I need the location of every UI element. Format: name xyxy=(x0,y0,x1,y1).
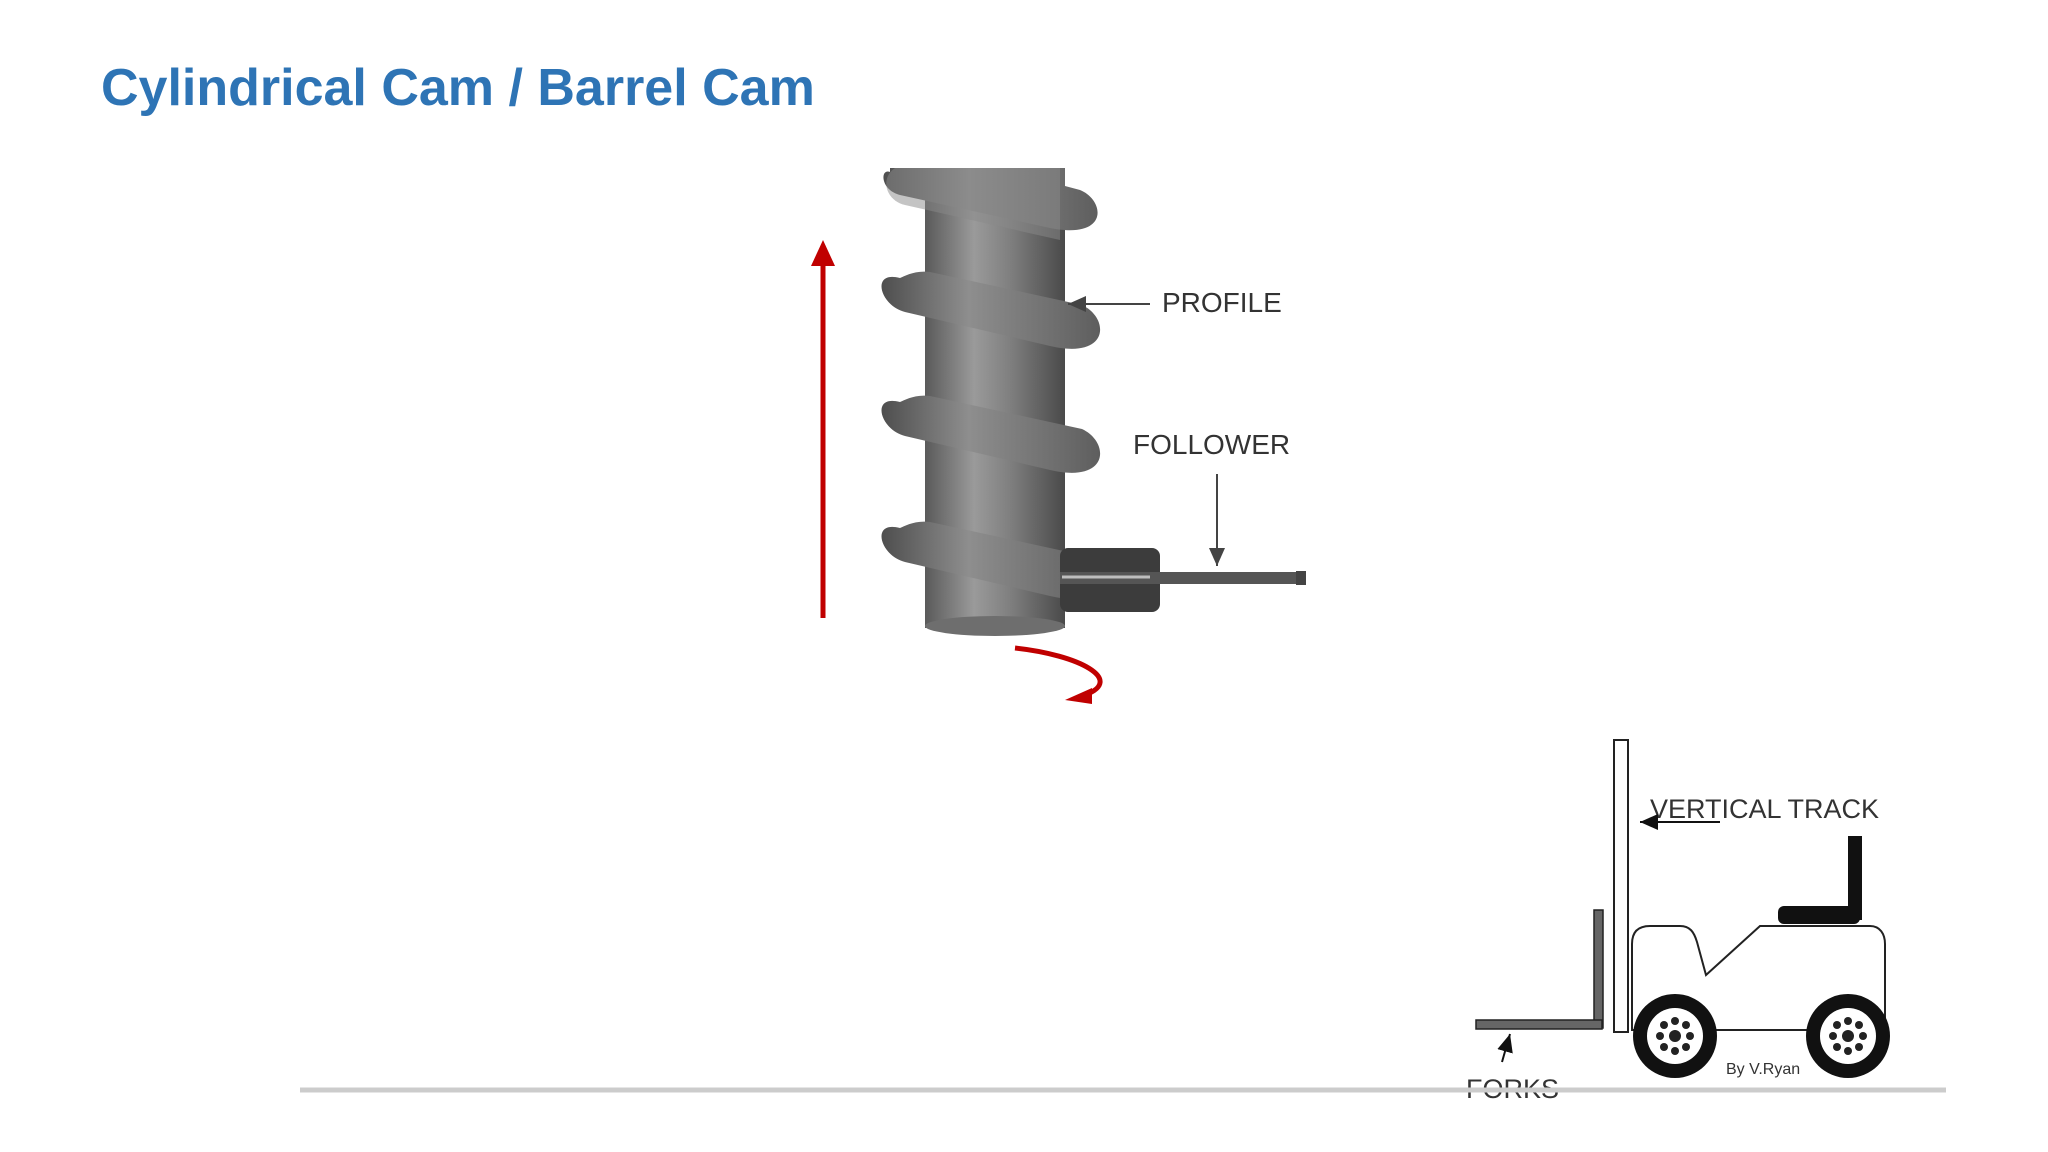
vertical-track-label: VERTICAL TRACK xyxy=(1650,794,1879,824)
barrel-cam: PROFILE FOLLOWER xyxy=(811,168,1306,704)
follower-label: FOLLOWER xyxy=(1133,429,1290,460)
slide-title: Cylindrical Cam / Barrel Cam xyxy=(101,59,815,117)
cam-follower xyxy=(1060,548,1306,612)
rotation-arrow xyxy=(1014,645,1103,704)
linear-motion-arrow xyxy=(811,240,835,618)
profile-label: PROFILE xyxy=(1162,287,1282,318)
rear-wheel xyxy=(1806,994,1890,1078)
cam-profile-ridges xyxy=(881,168,1101,599)
front-wheel xyxy=(1633,994,1717,1078)
forks xyxy=(1475,1019,1603,1030)
forks-pointer xyxy=(1497,1033,1513,1063)
forklift: VERTICAL TRACK FORKS By V.Ryan xyxy=(1466,739,1890,1104)
credit-label: By V.Ryan xyxy=(1726,1061,1800,1078)
vertical-track xyxy=(1613,739,1629,1033)
